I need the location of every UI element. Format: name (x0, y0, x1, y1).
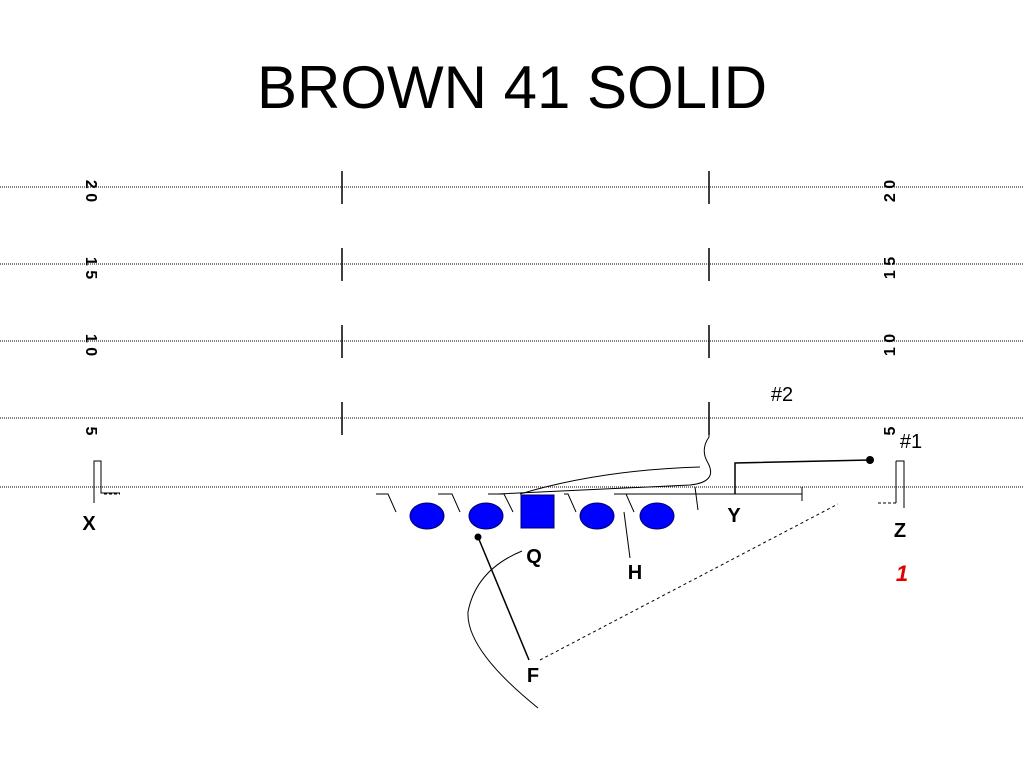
y-route-endpoint (866, 456, 874, 464)
f-to-z-dashed-path (539, 503, 839, 661)
defender-2-label: #2 (771, 384, 793, 406)
yard-number-left: 1 0 (82, 334, 99, 356)
right-tackle-block (614, 493, 635, 513)
z-label: Z (894, 520, 906, 542)
h-block-path (623, 511, 631, 559)
play-title: BROWN 41 SOLID (256, 54, 768, 121)
z-receiver-icon (896, 460, 905, 508)
y-player: Y (727, 456, 874, 527)
left-guard (468, 502, 504, 530)
backfield: Q H F (467, 503, 839, 709)
right-tackle (639, 502, 675, 530)
read-number: 1 (896, 561, 908, 586)
z-receiver: Z 1 (878, 460, 908, 586)
yard-number-right: 2 0 (882, 180, 899, 202)
y-motion-route (497, 402, 712, 495)
yard-number-right: 1 5 (882, 257, 899, 279)
f-path-to-q (477, 536, 530, 661)
blocking-paths (376, 486, 803, 559)
q-to-y-route (519, 466, 701, 495)
yard-number-right: 1 0 (882, 334, 899, 356)
yard-number-left: 5 (82, 427, 99, 436)
yard-number-left: 1 5 (82, 257, 99, 279)
h-label: H (628, 562, 642, 584)
f-label: F (527, 665, 539, 687)
left-guard-block (438, 493, 461, 513)
left-tackle (409, 502, 445, 530)
y-route (734, 459, 871, 494)
yard-numbers: 2 0 2 0 1 5 1 5 1 0 1 0 5 5 (82, 180, 899, 436)
y-label: Y (727, 505, 741, 527)
offensive-line (409, 494, 675, 530)
q-bootleg-route (467, 550, 539, 709)
center (520, 494, 555, 529)
yard-lines (0, 186, 1024, 488)
yard-number-left: 2 0 (82, 180, 99, 202)
tackle-pull-tick (694, 486, 699, 511)
q-label: Q (526, 546, 542, 568)
yard-number-right: 5 (882, 426, 899, 435)
x-receiver: X (82, 460, 120, 535)
x-label: X (82, 513, 96, 535)
defender-1-label: #1 (900, 431, 922, 453)
right-guard (579, 502, 615, 530)
right-guard-block (564, 493, 577, 513)
left-tackle-block (376, 493, 397, 513)
hash-marks (341, 171, 710, 435)
x-receiver-icon (93, 460, 120, 503)
